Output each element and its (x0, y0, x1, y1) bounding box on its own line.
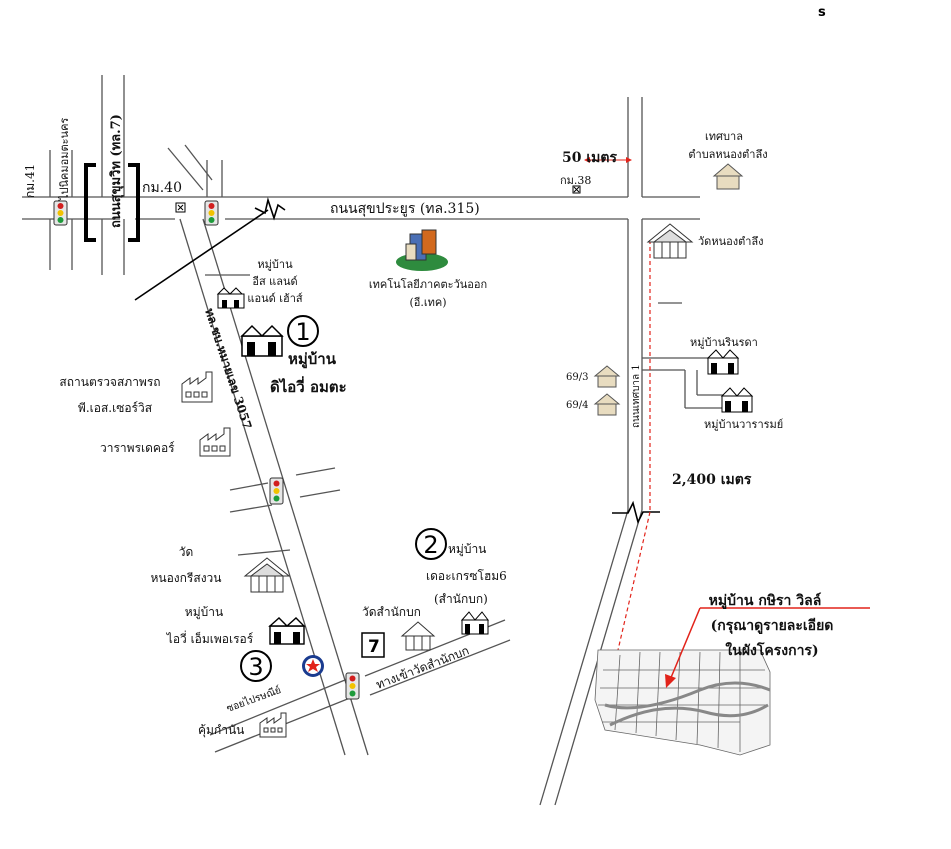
buildings: 7 (181, 163, 754, 738)
east-land-label-1: หมู่บ้าน (257, 258, 293, 271)
dvi-label-2: ดิไอวี่ อมตะ (270, 376, 347, 396)
factory-icon (259, 712, 287, 738)
local-road-label: ถนนเทศบาล 1 (631, 364, 642, 428)
wat-nongtamlueng-label: วัดหนองตำลึง (698, 235, 764, 248)
factory-icon (199, 427, 231, 457)
temple-icon (400, 621, 436, 651)
labels: กม.41 ไปนิคมอมตะนคร ถนนสุขุมวิท (ทล.7) ก… (23, 114, 833, 738)
project-site-plan (594, 649, 771, 756)
gracehome-label-1: หมู่บ้าน (448, 542, 486, 557)
kasira-label-2: (กรุณาดูรายละเอียด (711, 618, 834, 634)
etech-label-1: เทคโนโลยีภาคตะวันออก (369, 277, 487, 291)
marker-3: 3 (248, 653, 263, 681)
rinrada-label: หมู่บ้านรินรดา (690, 336, 758, 349)
village-icon (706, 349, 740, 375)
sukhumvit-brackets (84, 163, 140, 242)
gracehome-label-3: (สำนักบก) (434, 592, 488, 606)
east-land-label-2: อีส แลนด์ (252, 275, 298, 288)
wat-entrance-road-label: ทางเข้าวัดสำนักบก (374, 643, 471, 691)
pointer-arrow (665, 607, 870, 688)
distance-2400m: 2,400 เมตร (672, 472, 752, 488)
marker-2: 2 (423, 531, 438, 559)
house-icon (593, 365, 621, 388)
temple-icon (243, 557, 291, 593)
village-icon (460, 611, 489, 635)
traffic-light-icon (53, 200, 68, 226)
bypass-route-label: ไปนิคมอมตะนคร (58, 118, 71, 201)
traffic-light-icon (204, 200, 219, 226)
inspection-label-1: สถานตรวจสภาพรถ (59, 375, 160, 389)
km40-label: กม.40 (142, 180, 182, 196)
inspection-label-2: พี.เอส.เซอร์วิส (78, 401, 153, 415)
etech-label-2: (อี.เทค) (409, 296, 446, 309)
marker-1: 1 (295, 318, 310, 346)
municipality-label-1: เทศบาล (705, 130, 743, 143)
ivy-label-2: ไอวี่ เอ็มเพอเรอร์ (166, 630, 254, 646)
house-693-label: 69/3 (566, 372, 588, 383)
village-icon (216, 287, 245, 309)
roads (22, 75, 730, 806)
km-markers (175, 185, 581, 213)
seven-eleven-icon: 7 (361, 632, 385, 658)
route3057-label: ทล.ชบ.หมายเลข 3057 (202, 307, 254, 431)
municipality-label-2: ตำบลหนองตำลึง (688, 148, 767, 161)
route-path (584, 157, 651, 651)
east-land-label-3: แอนด์ เฮ้าส์ (247, 292, 303, 305)
temple-icon (646, 223, 694, 259)
factory-icon (181, 371, 213, 403)
traffic-light-icon (269, 477, 284, 505)
house-icon (593, 393, 621, 416)
wat-nongkrisong-label-2: หนองกรีสงวน (150, 571, 221, 585)
sukhaprayoon-label: ถนนสุขประยูร (ทล.315) (330, 201, 480, 217)
traffic-light-icon (345, 672, 360, 700)
village-icon (720, 387, 754, 413)
sukhumvit-label: ถนนสุขุมวิท (ทล.7) (109, 114, 124, 228)
svg-text:7: 7 (368, 637, 380, 657)
waram-label: หมู่บ้านวารารมย์ (704, 418, 783, 431)
village-icon (240, 324, 284, 357)
petrol-station-icon (302, 655, 324, 677)
distance-50m: 50 เมตร (562, 150, 617, 166)
ivy-label-1: หมู่บ้าน (185, 605, 223, 620)
compass-letter: s (818, 5, 826, 20)
soi-label: ซอยไปรษณีย์ (225, 684, 283, 715)
village-icon (268, 617, 306, 645)
dvi-label-1: หมู่บ้าน (288, 350, 337, 369)
wat-samnakbok-label: วัดสำนักบก (362, 605, 421, 619)
number-markers: 1 2 3 (240, 315, 447, 682)
etech-building-icon (396, 229, 448, 271)
house-694-label: 69/4 (566, 400, 588, 411)
decor-label: วาราพรเดคอร์ (100, 441, 175, 455)
traffic-lights (53, 200, 360, 700)
gracehome-label-2: เดอะเกรซโฮม6 (426, 569, 507, 583)
house-icon (712, 163, 744, 190)
kum-kamnan-label: คุ้มกำนัน (198, 723, 244, 738)
kasira-label-3: ในผังโครงการ) (725, 641, 818, 659)
wat-nongkrisong-label-1: วัด (179, 545, 194, 559)
kasira-label-1: หมู่บ้าน กษิรา วิลล์ (709, 592, 822, 609)
km38-label: กม.38 (560, 174, 591, 187)
km41-label: กม.41 (23, 164, 37, 198)
